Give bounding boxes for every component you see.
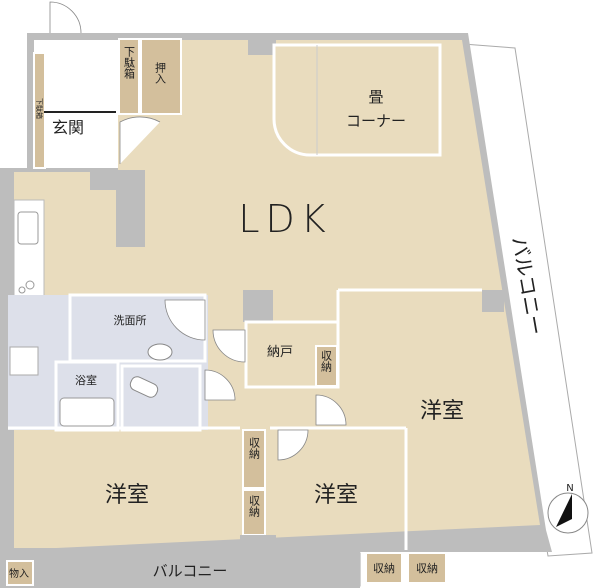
north-compass-icon: N [547,483,589,534]
kitchen-pillar [90,170,145,247]
nando-label: 納戸 [267,345,293,360]
western-room-middle-label: 洋室 [314,483,358,508]
shoe-box-label: 下駄箱 [123,46,136,80]
pillar [240,535,276,555]
shoe-box-left-label: 下駄箱 [35,98,44,119]
bottom-wall [8,548,360,554]
tatami-label-2: コーナー [346,112,406,130]
oshiire-label: 押入 [154,61,167,84]
storage-left-1 [242,429,266,489]
oshiire [140,38,182,115]
western-room-left-label: 洋室 [105,483,149,508]
shoe-box [118,38,140,115]
shoe-box-left [33,52,46,169]
mono-ire [6,560,34,586]
western-room-right-label: 洋室 [420,399,464,424]
washroom-label: 洗面所 [114,314,147,327]
washroom-door [164,299,206,341]
washing-machine [9,346,39,376]
entrance-floor [34,40,118,168]
pillar [482,290,504,312]
toilet-icon [129,376,159,398]
storage-left-1-label: 収納 [248,437,261,460]
entrance-door [49,1,82,34]
mono-ire-label: 物入 [9,567,29,580]
storage-left-2-label: 収納 [248,495,261,518]
entrance-label: 玄関 [52,118,84,137]
storage-nando-label: 収納 [320,350,333,373]
room-door [277,429,309,461]
bathroom-label: 浴室 [75,373,97,387]
pillar [243,290,273,322]
balcony-bottom-label: バルコニー [153,562,228,580]
sink-icon [17,211,39,245]
washbasin-icon [147,343,173,361]
toilet-room [120,364,202,432]
stove-icon [25,280,35,290]
storage-bottom-1 [365,552,403,584]
bathtub-icon [59,397,115,427]
nando-door [212,329,246,363]
tatami-corner [272,43,442,157]
ldk-entry-door [119,116,161,164]
storage-bottom-1-label: 収納 [373,562,395,575]
ldk-label: LDK [238,197,331,241]
toilet-door [204,369,236,401]
storage-bottom-2 [407,552,447,584]
tatami-label: 畳 [368,88,383,106]
storage-bottom-2-label: 収納 [416,562,438,575]
room-door [315,394,347,426]
pillar [248,33,276,55]
svg-text:N: N [566,483,573,494]
